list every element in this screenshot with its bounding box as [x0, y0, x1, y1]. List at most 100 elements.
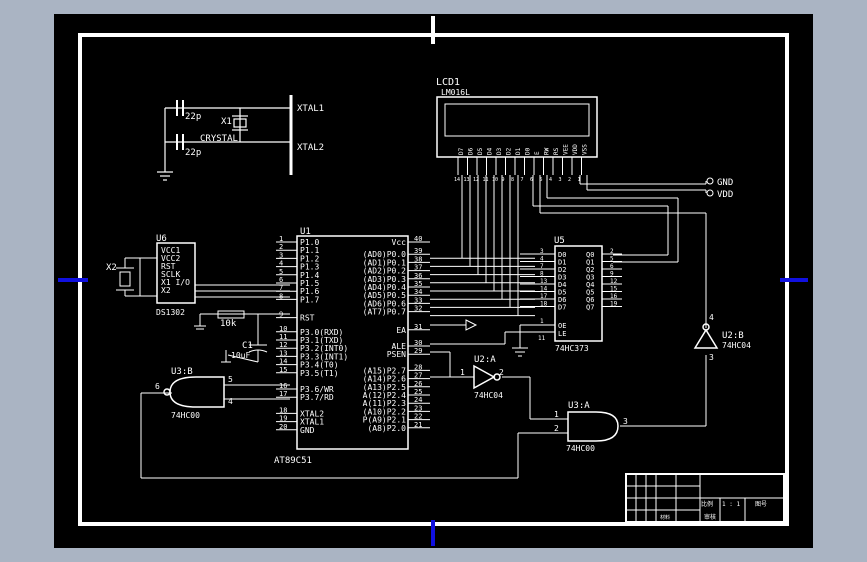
mcu-pin-label: (A15)P2.7	[363, 366, 407, 375]
mcu-pin-number: 35	[414, 280, 422, 288]
ds1302-pin-label: X2	[161, 286, 171, 295]
mcu-pin-label: (AD0)P0.0	[363, 250, 407, 259]
latch-oe-number: 1	[540, 318, 544, 325]
lcd-pin-label: D5	[477, 147, 484, 155]
mcu-pin-number: 32	[414, 305, 422, 313]
lcd-pin-label: RW	[544, 147, 551, 155]
title-cell-a: 比例	[701, 500, 713, 508]
mcu-ref: U1	[300, 227, 311, 237]
u3a-pin1: 1	[554, 410, 559, 419]
lcd-pin-label: RS	[553, 147, 560, 155]
u3a-pin3: 3	[623, 417, 628, 426]
latch-output-label: Q4	[586, 281, 594, 289]
latch-input-label: D0	[558, 251, 566, 259]
latch-input-label: D6	[558, 296, 566, 304]
u2b-ref: U2:B	[722, 331, 744, 341]
mcu-pin-number: 17	[279, 390, 287, 398]
u3b-pin5: 5	[228, 375, 233, 384]
lcd-module	[436, 96, 598, 158]
lcd-pin-number: 14	[454, 177, 460, 183]
mcu-pin-number: 7	[279, 284, 283, 292]
lcd-pin-group: D714D613D512D411D310D29D18D07E6RW5RS4VEE…	[454, 144, 589, 183]
mcu-pin-number: 16	[279, 382, 287, 390]
mcu-pin-label: (AD3)P0.3	[363, 275, 407, 284]
u2b-pin4: 4	[709, 313, 714, 322]
latch-output-number: 6	[610, 263, 614, 270]
mcu-pin-label: (A13)P2.5	[363, 383, 407, 392]
cap2-label: 22p	[185, 148, 201, 158]
mcu-pin-label: (AT7)P0.7	[363, 308, 407, 317]
ds1302-pin-label: X1 I/O	[161, 278, 190, 287]
ds1302-part: DS1302	[156, 308, 185, 317]
mcu-pin-number: 10	[279, 325, 287, 333]
mcu-pin-label: P1.3	[300, 263, 319, 272]
mcu-pin-number: 33	[414, 296, 422, 304]
mcu-pin-label: P(A9)P2.1	[363, 416, 407, 425]
reset-network	[194, 310, 290, 363]
reset-resistor-label: 10k	[220, 319, 237, 329]
lcd-pin-label: D7	[458, 147, 465, 155]
mcu-pin-number: 27	[414, 372, 422, 380]
latch-part: 74HC373	[555, 344, 589, 353]
latch-output-number: 19	[610, 301, 618, 308]
cap1-label: 22p	[185, 112, 201, 122]
mcu-pin-number: 8	[279, 292, 283, 300]
mcu-pin-label: P3.0(RXD)	[300, 328, 343, 337]
mcu-pin-number: 29	[414, 347, 422, 355]
mcu-pin-number: 15	[279, 366, 287, 374]
title-cell-e: 审核	[704, 513, 716, 521]
lcd-pin-number: 10	[492, 177, 498, 183]
latch-output-number: 2	[610, 248, 614, 255]
gnd-label: GND	[717, 178, 733, 188]
lcd-pin-label: D1	[515, 147, 522, 155]
mcu-body	[296, 235, 409, 450]
latch-output-label: Q5	[586, 289, 594, 297]
latch-le-label: LE	[558, 330, 566, 338]
mcu-pin-number: 11	[279, 333, 287, 341]
lcd-pin-label: D0	[525, 147, 532, 155]
latch-body	[554, 245, 603, 342]
mcu-pin-label: Vcc	[392, 238, 407, 247]
latch-ref: U5	[554, 236, 565, 246]
lcd-pin-number: 12	[473, 177, 479, 183]
lcd-pin-number: 13	[464, 177, 470, 183]
lcd-pin-label: E	[534, 151, 541, 155]
ds1302-crystal-ref: X2	[106, 263, 117, 273]
mcu-pin-label: P1.7	[300, 295, 319, 304]
u2a-ref: U2:A	[474, 355, 496, 365]
lcd-pin-number: 8	[511, 177, 514, 183]
mcu-pin-label: EA	[396, 326, 406, 335]
data-bus	[430, 175, 535, 317]
u3a-pin2: 2	[554, 424, 559, 433]
mcu-pin-label: (A8)P2.0	[367, 424, 406, 433]
title-cell-d: 材料	[660, 514, 670, 521]
latch-oe-label: OE	[558, 322, 566, 330]
mcu-pin-label: (AD4)P0.4	[363, 283, 407, 292]
latch-input-label: D1	[558, 259, 566, 267]
title-block	[625, 473, 785, 523]
title-cell-b: 1 : 1	[722, 501, 740, 508]
mcu-pin-label: XTAL1	[300, 418, 324, 427]
mcu-pin-number: 24	[414, 396, 422, 404]
mcu-pin-label: P3.5(T1)	[300, 369, 339, 378]
ds1302-pin-label: SCLK	[161, 270, 180, 279]
latch-input-number: 7	[540, 263, 544, 270]
latch-output-label: Q1	[586, 259, 594, 267]
mcu-pin-number: 14	[279, 358, 287, 366]
latch-output-label: Q2	[586, 266, 594, 274]
control-wiring	[140, 175, 707, 479]
title-cell-c: 图号	[755, 501, 767, 508]
lcd-pin-number: 1	[578, 177, 581, 183]
mcu-pin-number: 9	[279, 311, 283, 319]
mcu-pin-label: (AD1)P0.1	[363, 258, 407, 267]
mcu-pin-label: XTAL2	[300, 409, 324, 418]
ds1302-chip	[116, 242, 196, 304]
mcu-pin-label: P1.5	[300, 279, 319, 288]
latch-output-label: Q6	[586, 296, 594, 304]
lcd-pin-number: 2	[568, 177, 571, 183]
mcu-pin-label: ALE	[392, 342, 407, 351]
latch-input-label: D4	[558, 281, 566, 289]
